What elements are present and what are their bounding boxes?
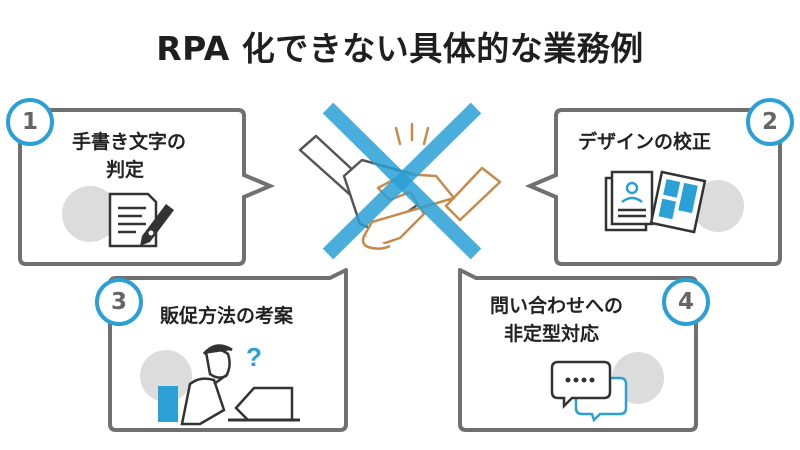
svg-text:?: ? — [246, 342, 262, 372]
item-1-label-line-1: 手書き文字の — [72, 131, 187, 153]
item-1-number: 1 — [21, 109, 38, 135]
item-3-label-line-1: 販促方法の考案 — [160, 305, 294, 327]
item-4-label: 問い合わせへの 非定型対応 — [490, 292, 623, 348]
chat-bubbles-icon — [550, 352, 664, 423]
crossed-out-handshake-icon — [298, 102, 502, 260]
page-title: RPA 化できない具体的な業務例 — [156, 29, 644, 68]
handwritten-document-pen-icon — [62, 186, 174, 248]
item-2-label-line-1: デザインの校正 — [578, 131, 712, 153]
number-badge-1 — [6, 98, 54, 146]
item-3-number: 3 — [110, 289, 127, 315]
number-badge-4 — [662, 278, 710, 326]
number-badge-3 — [95, 278, 143, 326]
person-thinking-at-laptop-icon: ? — [140, 342, 300, 426]
item-4-label-line-2: 非定型対応 — [504, 323, 600, 345]
item-4-label-line-1: 問い合わせへの — [490, 295, 624, 317]
number-badge-2 — [746, 98, 794, 146]
item-3-label: 販促方法の考案 — [160, 302, 293, 330]
item-2-number: 2 — [761, 109, 778, 135]
item-2-label: デザインの校正 — [578, 128, 711, 156]
item-1-label: 手書き文字の 判定 — [72, 128, 186, 184]
item-4-number: 4 — [677, 289, 694, 315]
design-documents-icon — [604, 170, 744, 234]
item-1-label-line-2: 判定 — [106, 159, 145, 181]
